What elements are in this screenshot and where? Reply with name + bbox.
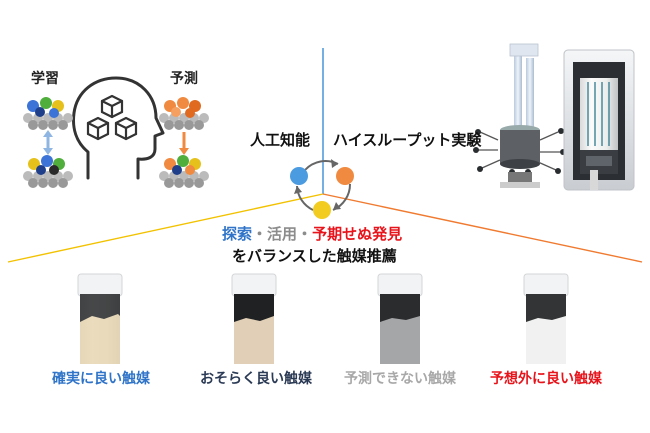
exploit-term: 活用 — [267, 225, 298, 243]
head-network-icon — [72, 76, 165, 180]
discovery-term: 予期せぬ発見 — [312, 225, 403, 243]
strategy-line2: をバランスした触媒推薦 — [232, 247, 397, 265]
sample-vial-icon — [377, 273, 423, 364]
result-label: 予想外に良い触媒 — [490, 371, 602, 387]
result-label: 予測できない触媒 — [344, 371, 456, 387]
strategy-line1: 探索・活用・予期せぬ発見 — [222, 227, 402, 242]
result-label: 確実に良い触媒 — [52, 371, 150, 387]
lab-equipment-icon — [473, 43, 635, 191]
result-label: おそらく良い触媒 — [200, 371, 312, 387]
catalyst-molecule-icon — [23, 97, 73, 188]
ai-label: 人工知能 — [250, 131, 311, 149]
divider-left — [7, 193, 324, 263]
explore-term: 探索 — [222, 225, 253, 243]
hte-label: ハイスループット実験 — [333, 131, 482, 149]
learn-label: 学習 — [31, 71, 59, 87]
catalyst-molecule-icon — [159, 97, 209, 188]
sample-vial-icon — [231, 273, 277, 364]
predict-label: 予測 — [170, 71, 198, 87]
sample-vial-icon — [523, 273, 569, 364]
cycle-arrows-icon — [290, 159, 354, 219]
sample-vial-icon — [77, 273, 123, 364]
divider-right — [322, 193, 643, 263]
separator: ・ — [297, 225, 313, 243]
separator: ・ — [252, 225, 268, 243]
